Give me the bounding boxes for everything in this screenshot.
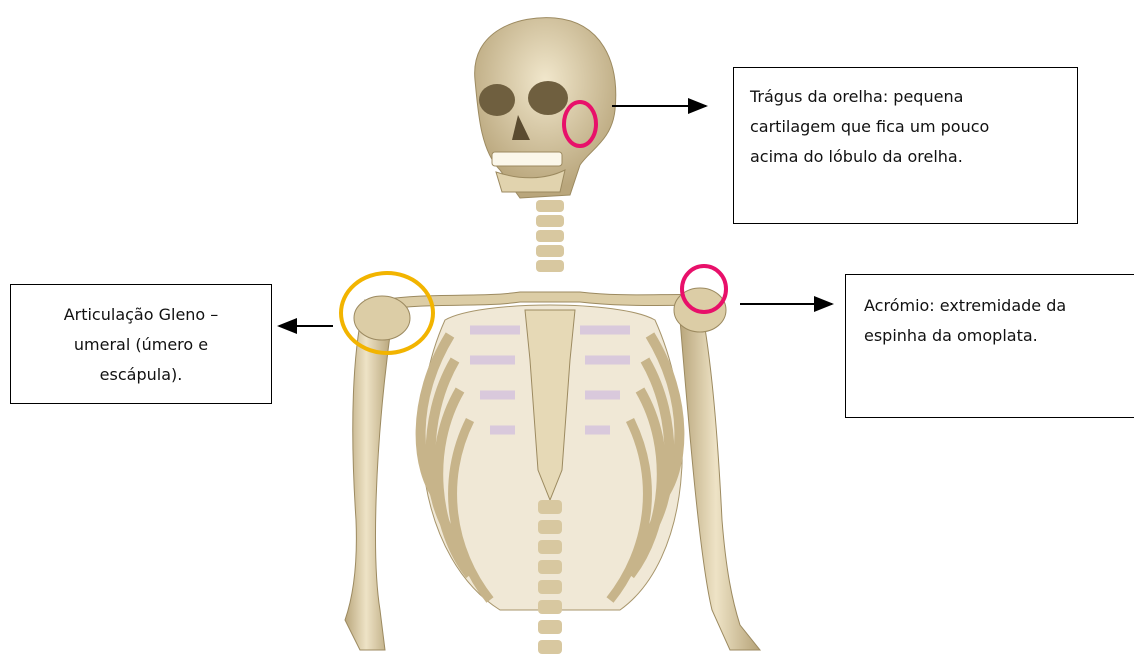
gleno-umeral-callout-box: Articulação Gleno – umeral (úmero e escá… (10, 284, 272, 404)
gleno-umeral-callout-line: Articulação Gleno – (21, 300, 261, 330)
gleno-umeral-callout-line: escápula). (21, 360, 261, 390)
tragus-callout-line: cartilagem que fica um pouco (750, 112, 1061, 142)
right-shoulder-head (354, 296, 410, 340)
left-humerus (680, 300, 760, 650)
acromio-callout-box: Acrómio: extremidade da espinha da omopl… (845, 274, 1134, 418)
acromio-callout-line: Acrómio: extremidade da (864, 291, 1124, 321)
tragus-callout-line: acima do lóbulo da orelha. (750, 142, 1061, 172)
tragus-callout-line: Trágus da orelha: pequena (750, 82, 1061, 112)
gleno-umeral-callout-line: umeral (úmero e (21, 330, 261, 360)
skull (475, 18, 616, 198)
acromio-callout-line: espinha da omoplata. (864, 321, 1124, 351)
tragus-callout-box: Trágus da orelha: pequena cartilagem que… (733, 67, 1078, 224)
skeleton-illustration (345, 18, 760, 654)
